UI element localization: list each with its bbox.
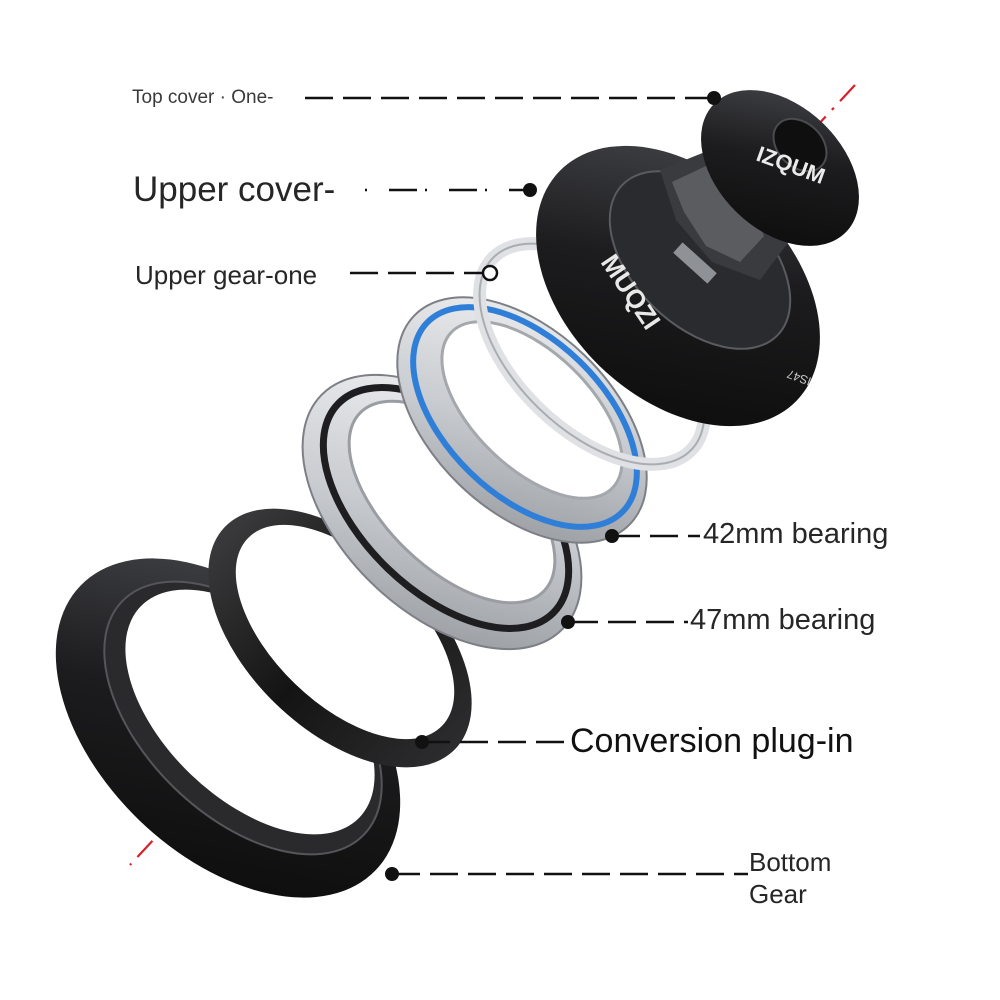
label-42mm-bearing: 42mm bearing [703, 518, 889, 550]
top-cover-part: IZQUM [701, 90, 859, 246]
label-bottom-gear-line2: Gear [749, 879, 807, 909]
label-top-cover: Top cover · One- [132, 87, 274, 108]
label-upper-cover: Upper cover- [133, 170, 336, 209]
leader-dots [385, 91, 721, 881]
leader-lines [305, 96, 748, 876]
label-bottom-gear-line1: Bottom [749, 847, 832, 877]
leader-dot-icon [385, 867, 399, 881]
label-47mm-bearing: 47mm bearing [690, 604, 876, 636]
leader-dot-icon [561, 615, 575, 629]
label-conversion-plugin: Conversion plug-in [570, 722, 854, 760]
label-upper-gear: Upper gear-one [135, 260, 318, 290]
leader-dot-icon [523, 183, 537, 197]
conversion-plugin-part [208, 508, 472, 768]
leader-dot-icon [707, 91, 721, 105]
label-bottom-gear: Bottom Gear [749, 846, 831, 910]
leader-dot-icon [415, 735, 429, 749]
leader-dot-icon [481, 264, 499, 282]
leader-dot-icon [605, 529, 619, 543]
